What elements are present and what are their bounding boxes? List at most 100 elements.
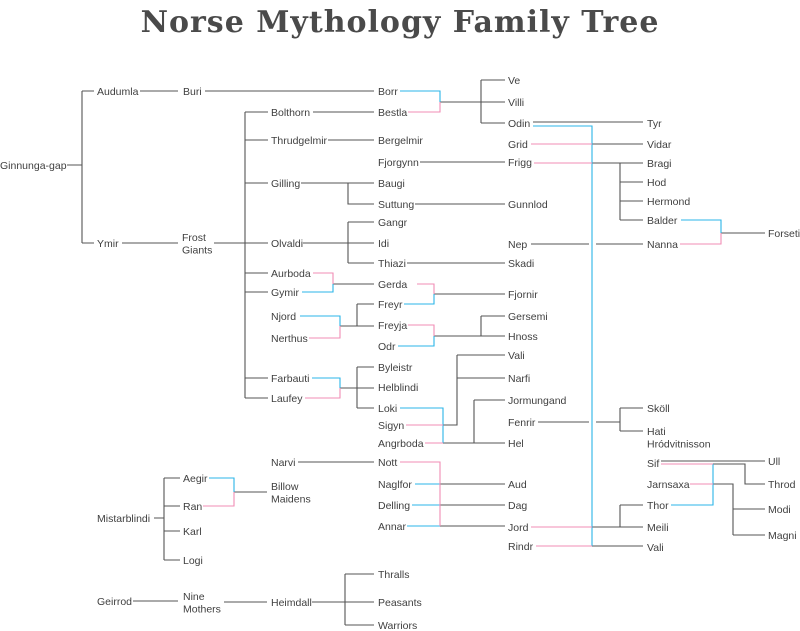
node-ve: Ve: [508, 75, 520, 87]
node-sif: Sif: [647, 458, 659, 470]
node-line: Mothers: [183, 604, 221, 616]
node-nep: Nep: [508, 239, 527, 251]
node-fenrir: Fenrir: [508, 417, 536, 429]
female-spouse-lines: [203, 102, 722, 547]
node-frigg: Frigg: [508, 157, 532, 169]
node-odr: Odr: [378, 341, 396, 353]
node-line: Hati: [647, 426, 666, 438]
node-thiazi: Thiazi: [378, 258, 406, 270]
node-gunnlod: Gunnlod: [508, 199, 548, 211]
node-nanna: Nanna: [647, 239, 678, 251]
node-thor: Thor: [647, 500, 669, 512]
node-jarnsaxa: Jarnsaxa: [647, 479, 690, 491]
node-suttung: Suttung: [378, 199, 414, 211]
node-balder: Balder: [647, 215, 678, 227]
node-odin: Odin: [508, 118, 530, 130]
node-mistarblindi: Mistarblindi: [97, 513, 150, 525]
male-spouse-lines: [209, 90, 722, 546]
node-sigyn: Sigyn: [378, 420, 404, 432]
node-byleistr: Byleistr: [378, 362, 413, 374]
node-helblindi: Helblindi: [378, 382, 418, 394]
node-ull: Ull: [768, 456, 780, 468]
node-vali-loki: Vali: [508, 350, 525, 362]
node-freyr: Freyr: [378, 299, 403, 311]
node-jord: Jord: [508, 522, 529, 534]
node-gymir: Gymir: [271, 287, 299, 299]
node-vidar: Vidar: [647, 139, 672, 151]
node-throd: Throd: [768, 479, 796, 491]
node-gersemi: Gersemi: [508, 311, 548, 323]
node-aurboda: Aurboda: [271, 268, 311, 280]
node-warriors: Warriors: [378, 620, 417, 631]
node-aegir: Aegir: [183, 473, 208, 485]
node-olvaldi: Olvaldi: [271, 238, 303, 250]
node-line: Hródvitnisson: [647, 439, 711, 451]
node-villi: Villi: [508, 97, 524, 109]
node-geirrod: Geirrod: [97, 596, 132, 608]
node-naglfor: Naglfor: [378, 479, 412, 491]
node-nott: Nott: [378, 457, 397, 469]
node-line: Nine: [183, 591, 205, 603]
node-line: Billow: [271, 481, 299, 493]
node-logi: Logi: [183, 555, 203, 567]
node-ginnunga-gap: Ginnunga-gap: [0, 160, 67, 172]
node-audumla: Audumla: [97, 86, 139, 98]
node-laufey: Laufey: [271, 393, 303, 405]
node-baugi: Baugi: [378, 178, 405, 190]
node-idi: Idi: [378, 238, 389, 250]
node-gerda: Gerda: [378, 279, 407, 291]
node-loki: Loki: [378, 403, 397, 415]
node-buri: Buri: [183, 86, 202, 98]
node-farbauti: Farbauti: [271, 373, 310, 385]
node-vali-odin: Vali: [647, 542, 664, 554]
node-skadi: Skadi: [508, 258, 534, 270]
node-grid: Grid: [508, 139, 528, 151]
node-heimdall: Heimdall: [271, 597, 312, 609]
node-rindr: Rindr: [508, 541, 534, 553]
node-fjorgynn: Fjorgynn: [378, 157, 419, 169]
lineage-lines: [67, 79, 765, 626]
node-gangr: Gangr: [378, 217, 408, 229]
node-ran: Ran: [183, 501, 202, 513]
node-freyja: Freyja: [378, 320, 407, 332]
node-line: Maidens: [271, 494, 311, 506]
node-tyr: Tyr: [647, 118, 662, 130]
node-delling: Delling: [378, 500, 410, 512]
node-bestla: Bestla: [378, 107, 407, 119]
node-annar: Annar: [378, 521, 407, 533]
node-aud: Aud: [508, 479, 527, 491]
node-njord: Njord: [271, 311, 296, 323]
node-narfi: Narfi: [508, 373, 530, 385]
node-ymir: Ymir: [97, 238, 119, 250]
node-borr: Borr: [378, 86, 398, 98]
node-gilling: Gilling: [271, 178, 300, 190]
node-skoll: Sköll: [647, 403, 670, 415]
node-bragi: Bragi: [647, 158, 672, 170]
node-line: Giants: [182, 245, 212, 257]
node-peasants: Peasants: [378, 597, 422, 609]
node-fjornir: Fjornir: [508, 289, 538, 301]
node-hnoss: Hnoss: [508, 331, 538, 343]
node-karl: Karl: [183, 526, 202, 538]
node-angrboda: Angrboda: [378, 438, 424, 450]
node-bergelmir: Bergelmir: [378, 135, 423, 147]
node-bolthorn: Bolthorn: [271, 107, 310, 119]
node-thralls: Thralls: [378, 569, 410, 581]
node-hod: Hod: [647, 177, 666, 189]
node-nerthus: Nerthus: [271, 333, 308, 345]
node-narvi: Narvi: [271, 457, 296, 469]
node-forseti: Forseti: [768, 228, 800, 240]
node-hel: Hel: [508, 438, 524, 450]
node-meili: Meili: [647, 522, 669, 534]
node-magni: Magni: [768, 530, 797, 542]
node-line: Frost: [182, 232, 206, 244]
node-jormungand: Jormungand: [508, 395, 567, 407]
connector-lines: [67, 79, 765, 626]
node-dag: Dag: [508, 500, 527, 512]
node-modi: Modi: [768, 504, 791, 516]
